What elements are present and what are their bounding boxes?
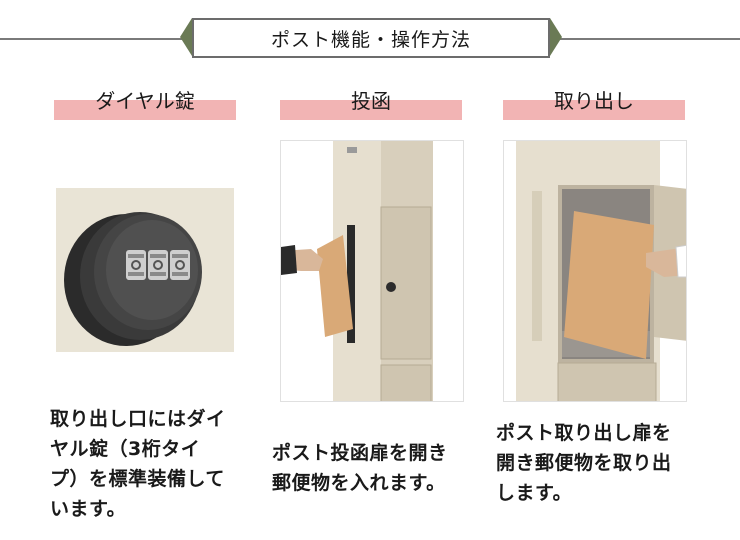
dial-lock-photo bbox=[56, 188, 234, 352]
posting-photo bbox=[280, 140, 464, 402]
door-knob-icon bbox=[386, 282, 396, 292]
section-label-retrieval: 取り出し bbox=[503, 88, 685, 122]
retrieval-photo bbox=[503, 140, 687, 402]
envelope-icon bbox=[564, 211, 654, 359]
description-dial-lock: 取り出し口にはダイ ヤル錠（3桁タイ プ）を標準装備して います。 bbox=[50, 408, 226, 520]
title-rule-right bbox=[548, 38, 740, 40]
description-posting: ポスト投函扉を開き 郵便物を入れます。 bbox=[272, 442, 448, 494]
section-label-dial-lock: ダイヤル錠 bbox=[54, 88, 236, 122]
envelope-icon bbox=[317, 235, 353, 337]
page-title: ポスト機能・操作方法 bbox=[180, 18, 562, 58]
description-retrieval: ポスト取り出し扉を 開き郵便物を取り出 します。 bbox=[496, 422, 672, 504]
title-rule-left bbox=[0, 38, 196, 40]
section-label-posting: 投函 bbox=[280, 88, 462, 122]
